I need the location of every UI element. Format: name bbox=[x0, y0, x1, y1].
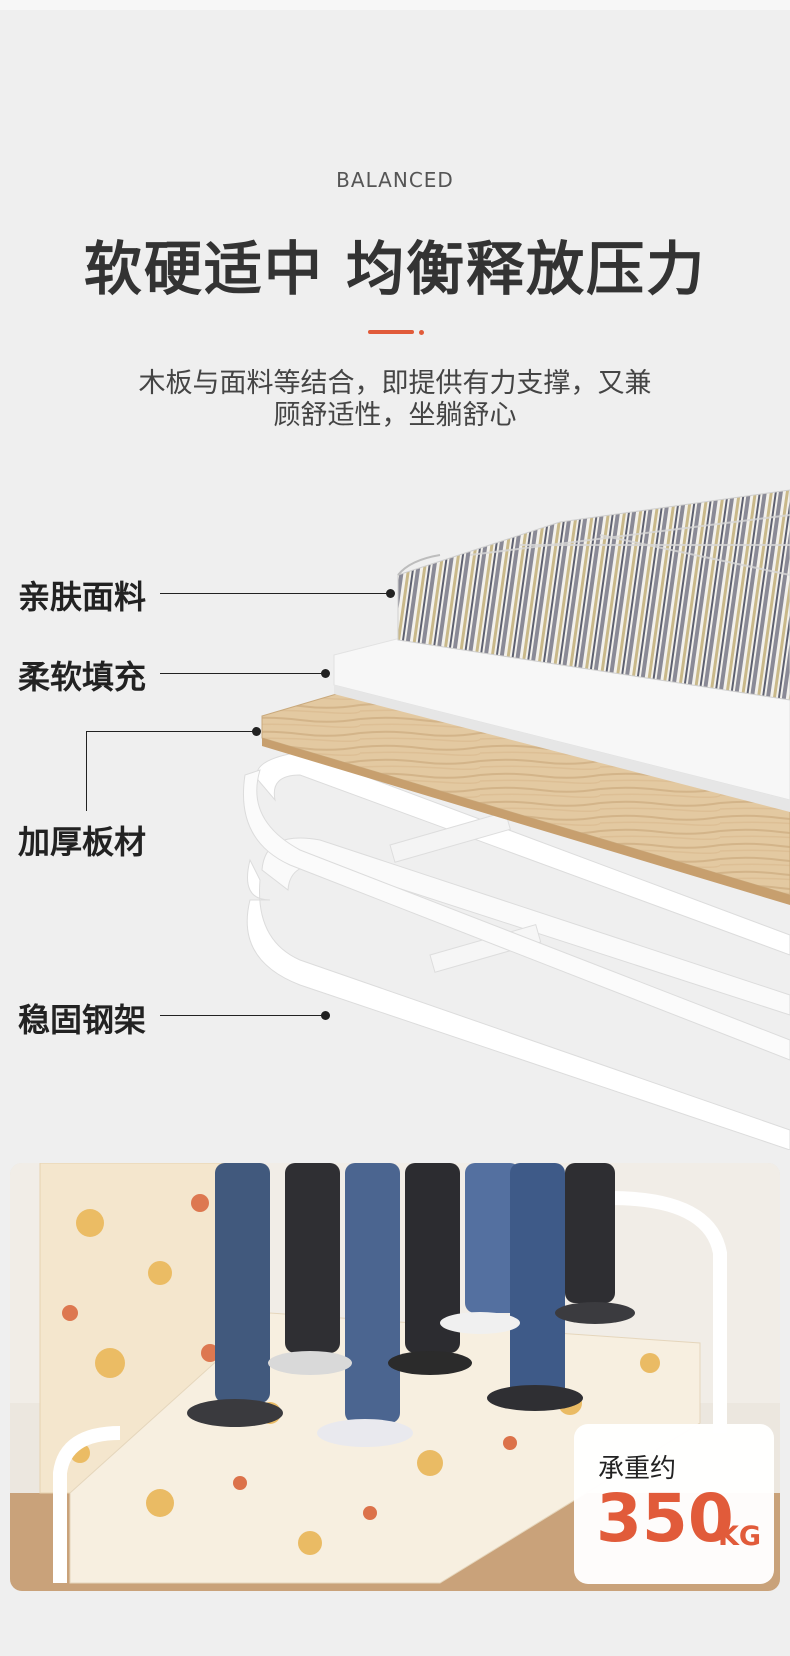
fabric-top bbox=[397, 489, 790, 701]
leader-line-frame bbox=[160, 1015, 325, 1016]
load-capacity-badge bbox=[574, 1424, 774, 1584]
accent-divider bbox=[368, 330, 414, 334]
load-capacity-value: 350 bbox=[596, 1480, 734, 1557]
layer-label-fabric: 亲肤面料 bbox=[18, 578, 147, 616]
section-eyebrow: BALANCED bbox=[336, 168, 454, 192]
subtitle-line-1: 木板与面料等结合，即提供有力支撑，又兼 bbox=[138, 368, 652, 399]
leader-vertical-board bbox=[86, 731, 87, 811]
steel-frame bbox=[243, 751, 790, 1150]
subtitle-line-2: 顾舒适性，坐躺舒心 bbox=[273, 400, 517, 431]
leader-line-board bbox=[86, 731, 256, 732]
leader-dot-filling bbox=[321, 669, 330, 678]
top-strip bbox=[0, 0, 790, 10]
page-title: 软硬适中 均衡释放压力 bbox=[83, 235, 707, 303]
leader-line-fabric bbox=[160, 593, 390, 594]
load-capacity-unit: KG bbox=[718, 1521, 762, 1552]
load-capacity-label: 承重约 bbox=[598, 1454, 677, 1484]
section-subtitle: 木板与面料等结合，即提供有力支撑，又兼 顾舒适性，坐躺舒心 bbox=[95, 368, 695, 432]
leader-line-filling bbox=[160, 673, 325, 674]
leader-dot-frame bbox=[321, 1011, 330, 1020]
leader-dot-board bbox=[252, 727, 261, 736]
layer-label-filling: 柔软填充 bbox=[18, 658, 147, 696]
accent-dot bbox=[419, 330, 424, 335]
layer-label-board: 加厚板材 bbox=[18, 823, 147, 861]
leader-dot-fabric bbox=[386, 589, 395, 598]
layer-label-frame: 稳固钢架 bbox=[18, 1001, 147, 1039]
mattress-layers-illustration bbox=[243, 489, 790, 1150]
